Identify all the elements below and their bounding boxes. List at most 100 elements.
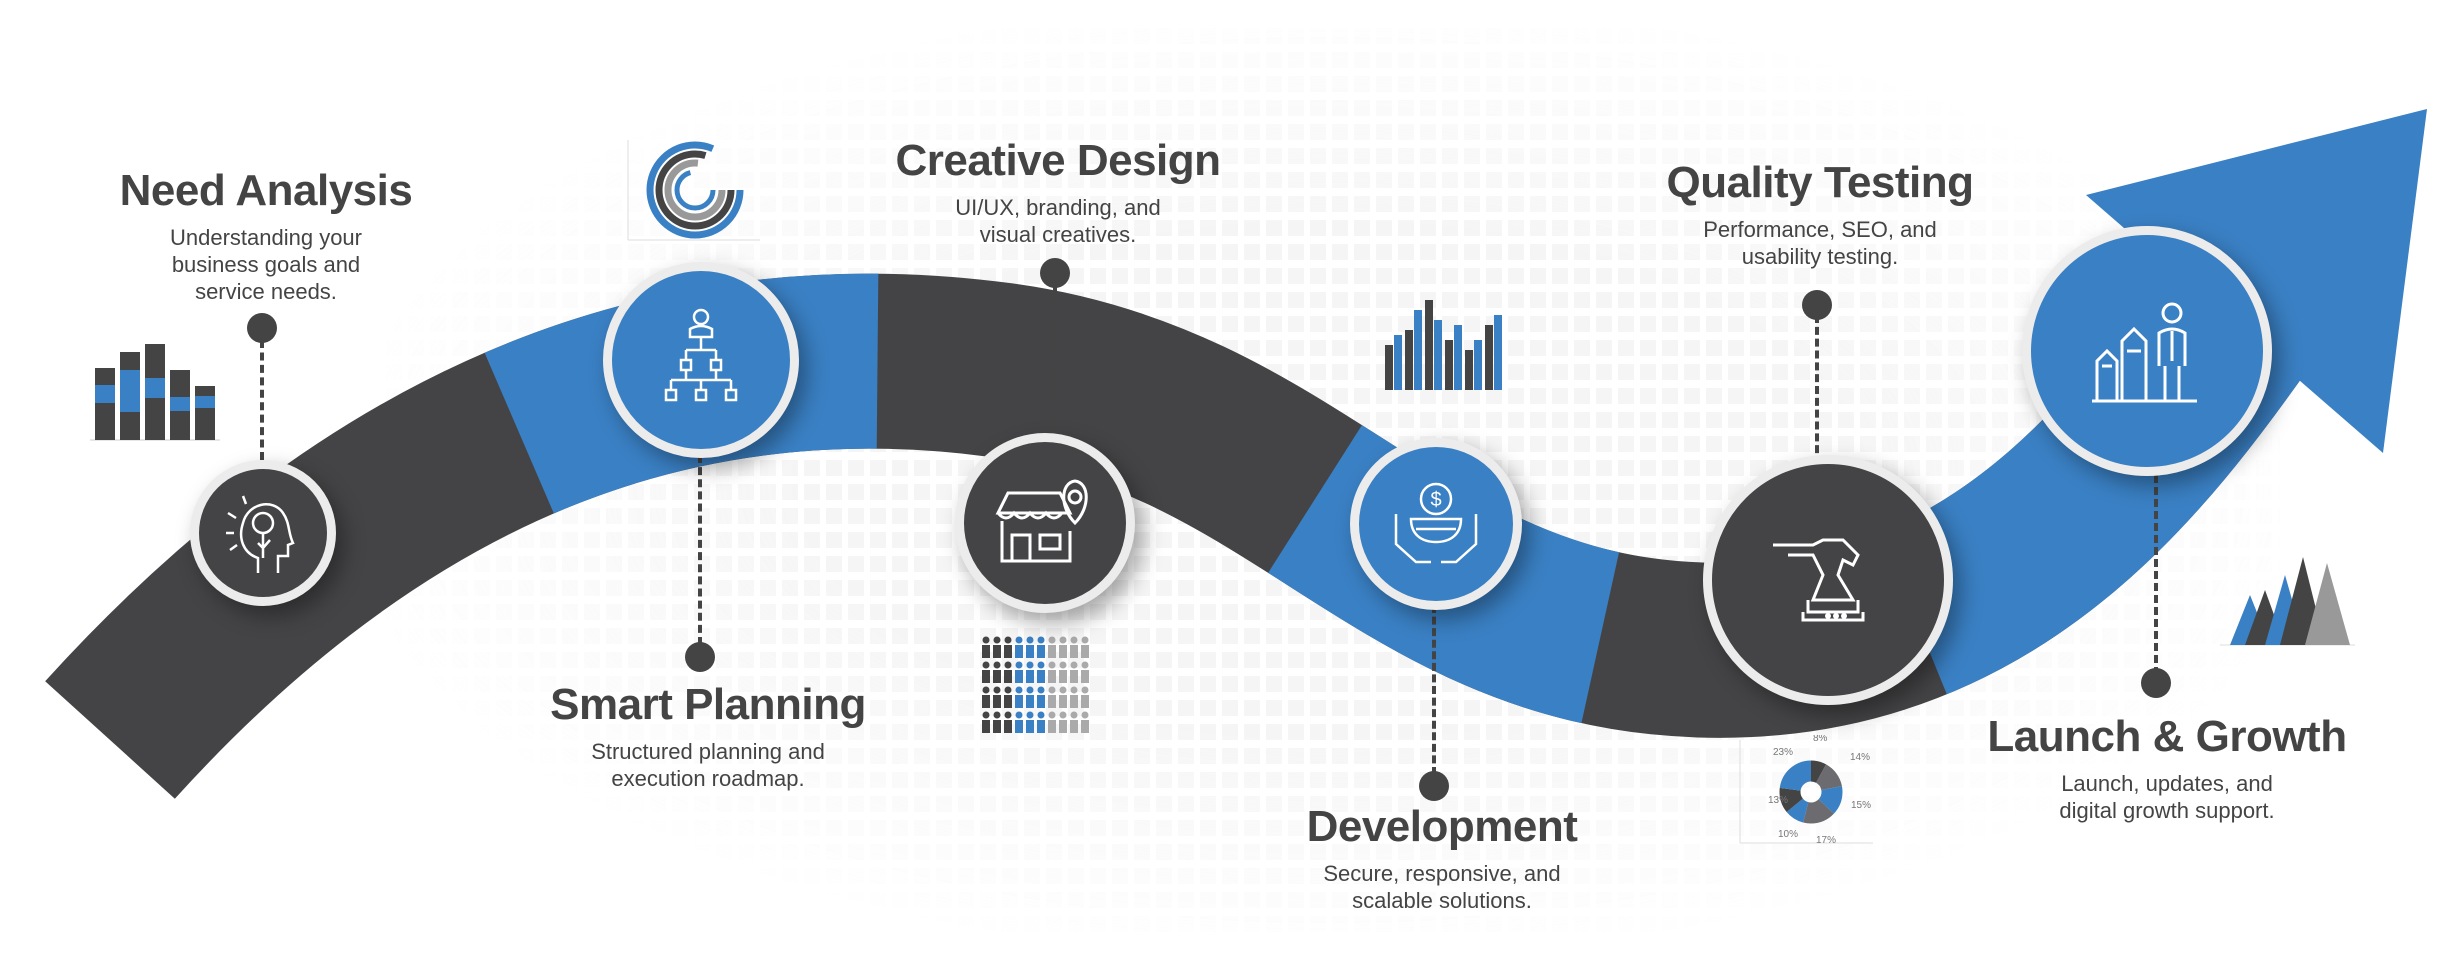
- brain-head-icon: [226, 495, 295, 573]
- timeline-dot: [1419, 771, 1449, 801]
- org-chart-icon: [664, 308, 738, 402]
- person-body: [1004, 695, 1012, 708]
- person-body: [1004, 720, 1012, 733]
- person-body: [1048, 670, 1056, 683]
- mountain-chart-decoration: [2220, 557, 2355, 646]
- person-head: [1004, 661, 1012, 669]
- person-body: [993, 670, 1001, 683]
- bar-chart-decoration: [1385, 300, 1502, 390]
- person-body: [1026, 670, 1034, 683]
- person-body: [1059, 670, 1067, 683]
- person-head: [1048, 711, 1056, 719]
- timeline-dot: [685, 642, 715, 672]
- donut-label: 8%: [1813, 735, 1828, 744]
- person-body: [1037, 670, 1045, 683]
- person-head: [993, 711, 1001, 719]
- stage-description: Secure, responsive, and scalable solutio…: [1323, 861, 1561, 913]
- person-head: [993, 661, 1001, 669]
- stage-description: Structured planning and execution roadma…: [591, 739, 825, 791]
- stage-development: Development Secure, responsive, and scal…: [1232, 802, 1652, 914]
- person-body: [993, 645, 1001, 658]
- person-head: [1015, 661, 1023, 669]
- dashed-connector: [1815, 315, 1819, 465]
- donut-label: 14%: [1850, 752, 1870, 763]
- person-body: [1015, 695, 1023, 708]
- person-head: [1048, 661, 1056, 669]
- radial-chart-decoration: [627, 140, 760, 241]
- person-body: [1026, 720, 1034, 733]
- stage-title: Quality Testing: [1666, 158, 1974, 207]
- ribbon-blue: [45, 249, 2322, 799]
- person-body: [1037, 720, 1045, 733]
- people-chart-decoration: [982, 636, 1089, 733]
- person-body: [1048, 695, 1056, 708]
- person-head: [1037, 661, 1045, 669]
- person-head: [1026, 636, 1034, 644]
- person-head: [1048, 686, 1056, 694]
- person-body: [982, 720, 990, 733]
- stage-need-analysis: Need Analysis Understanding your busines…: [56, 166, 476, 305]
- storefront-location-icon: [995, 479, 1088, 563]
- stacked-bar-chart-decoration: [90, 344, 220, 441]
- stage-circle-development: $: [1350, 438, 1522, 610]
- stage-description: Launch, updates, and digital growth supp…: [2059, 771, 2275, 823]
- person-body: [1081, 670, 1089, 683]
- stage-circle-need-analysis: [190, 460, 336, 606]
- donut-label: 23%: [1773, 747, 1793, 758]
- stage-circle-launch-growth: [2022, 226, 2272, 476]
- person-head: [1081, 636, 1089, 644]
- stage-title: Launch & Growth: [1987, 712, 2347, 761]
- person-head: [1004, 636, 1012, 644]
- person-head: [993, 636, 1001, 644]
- person-head: [1081, 711, 1089, 719]
- person-body: [1015, 720, 1023, 733]
- person-head: [982, 636, 990, 644]
- person-head: [1026, 661, 1034, 669]
- dashed-connector: [260, 340, 264, 460]
- stage-title: Smart Planning: [550, 680, 866, 729]
- person-body: [1081, 695, 1089, 708]
- dashed-connector: [1432, 605, 1436, 775]
- person-head: [1026, 711, 1034, 719]
- person-head: [1015, 711, 1023, 719]
- money-hands-icon: $: [1394, 482, 1478, 564]
- stage-description: UI/UX, branding, and visual creatives.: [955, 195, 1161, 247]
- donut-label: 13%: [1768, 795, 1788, 806]
- timeline-dot: [247, 313, 277, 343]
- person-head: [1048, 636, 1056, 644]
- stage-launch-growth: Launch & Growth Launch, updates, and dig…: [1957, 712, 2377, 824]
- donut-label: 17%: [1816, 835, 1836, 846]
- svg-text:$: $: [1430, 489, 1441, 511]
- person-head: [1081, 661, 1089, 669]
- person-head: [1059, 711, 1067, 719]
- person-head: [982, 661, 990, 669]
- person-body: [1059, 645, 1067, 658]
- stage-circle-creative-design: [955, 433, 1135, 613]
- person-head: [1070, 711, 1078, 719]
- person-body: [1070, 720, 1078, 733]
- person-body: [1037, 645, 1045, 658]
- person-head: [1004, 711, 1012, 719]
- person-body: [1081, 645, 1089, 658]
- person-body: [1015, 670, 1023, 683]
- person-head: [982, 686, 990, 694]
- stage-description: Understanding your business goals and se…: [169, 225, 362, 304]
- person-head: [1070, 686, 1078, 694]
- donut-chart-decoration: 8% 14% 15% 17% 10% 13% 23%: [1739, 735, 1873, 846]
- stage-description: Performance, SEO, and usability testing.: [1703, 217, 1937, 269]
- person-body: [1059, 720, 1067, 733]
- stage-title: Need Analysis: [119, 166, 413, 215]
- person-body: [1081, 720, 1089, 733]
- person-head: [1015, 686, 1023, 694]
- person-body: [1004, 670, 1012, 683]
- stage-smart-planning: Smart Planning Structured planning and e…: [498, 680, 918, 792]
- person-head: [993, 686, 1001, 694]
- person-body: [1059, 695, 1067, 708]
- person-body: [993, 720, 1001, 733]
- person-body: [1070, 670, 1078, 683]
- person-head: [1059, 636, 1067, 644]
- timeline-dot: [1040, 258, 1070, 288]
- stage-circle-quality-testing: [1703, 455, 1953, 705]
- timeline-dot: [2141, 668, 2171, 698]
